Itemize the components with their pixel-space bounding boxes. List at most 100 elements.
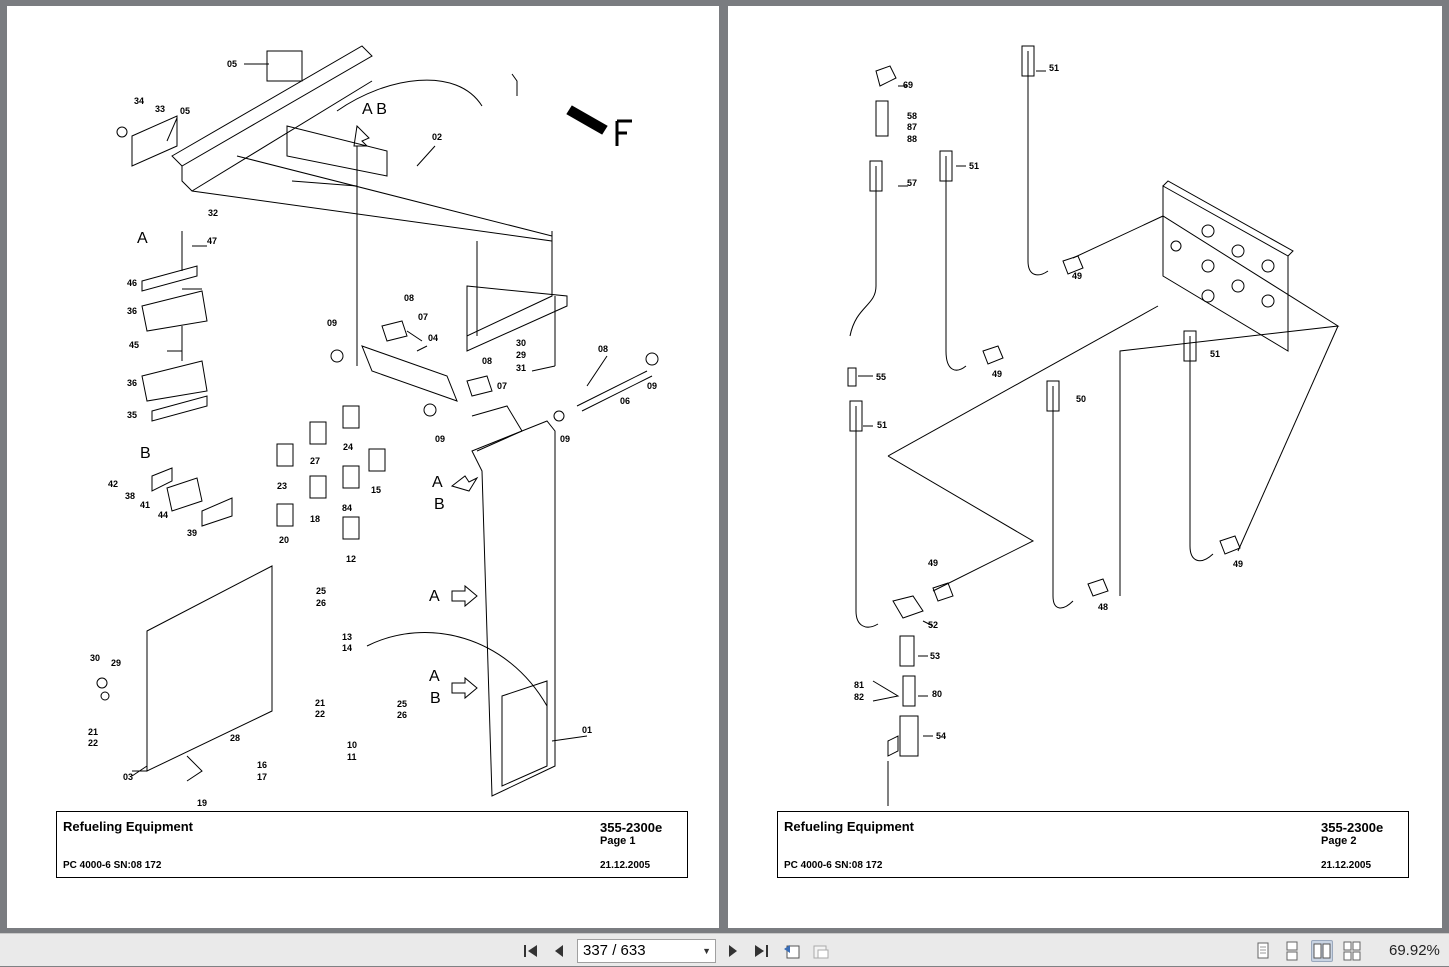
- svg-text:46: 46: [127, 278, 137, 288]
- first-page-icon[interactable]: [520, 940, 542, 962]
- svg-text:21: 21: [88, 727, 98, 737]
- drawing-code: 355-2300e: [1321, 820, 1384, 835]
- svg-text:A: A: [429, 588, 440, 605]
- drawing-page-label: Page 1: [600, 835, 636, 847]
- page-number-field[interactable]: 337 / 633 ▼: [577, 939, 716, 963]
- svg-text:24: 24: [343, 442, 353, 452]
- callout-labels-page-2: 69 58 87 88 57 51 51 49 49 51 55 51 50 4…: [854, 63, 1243, 741]
- svg-text:36: 36: [127, 378, 137, 388]
- svg-text:54: 54: [936, 731, 946, 741]
- svg-text:25: 25: [397, 699, 407, 709]
- svg-text:51: 51: [1210, 349, 1220, 359]
- svg-text:03: 03: [123, 772, 133, 782]
- callout-labels: 05 34 33 05 A B 02 32 A 47 46 36 45 36 3…: [88, 59, 657, 806]
- svg-text:09: 09: [647, 381, 657, 391]
- svg-text:20: 20: [279, 535, 289, 545]
- next-page-icon[interactable]: [722, 940, 744, 962]
- svg-text:45: 45: [129, 340, 139, 350]
- two-page-view-icon[interactable]: [1311, 940, 1333, 962]
- svg-text:80: 80: [932, 689, 942, 699]
- navigation-toolbar: 337 / 633 ▼ 69.92%: [0, 933, 1449, 966]
- drawing-title: Refueling Equipment: [63, 819, 193, 834]
- svg-text:34: 34: [134, 96, 144, 106]
- svg-text:57: 57: [907, 178, 917, 188]
- svg-text:16: 16: [257, 760, 267, 770]
- svg-text:84: 84: [342, 503, 352, 513]
- svg-text:53: 53: [930, 651, 940, 661]
- svg-text:B: B: [430, 690, 441, 707]
- svg-text:B: B: [140, 445, 151, 462]
- svg-text:15: 15: [371, 485, 381, 495]
- svg-text:42: 42: [108, 479, 118, 489]
- title-block-page-2: Refueling Equipment 355-2300e Page 2 PC …: [777, 811, 1409, 878]
- svg-text:17: 17: [257, 772, 267, 782]
- svg-text:09: 09: [560, 434, 570, 444]
- svg-text:39: 39: [187, 528, 197, 538]
- svg-text:82: 82: [854, 692, 864, 702]
- svg-text:88: 88: [907, 134, 917, 144]
- page-1: 05 34 33 05 A B 02 32 A 47 46 36 45 36 3…: [7, 6, 719, 928]
- svg-text:49: 49: [992, 369, 1002, 379]
- svg-text:23: 23: [277, 481, 287, 491]
- svg-text:26: 26: [316, 598, 326, 608]
- svg-text:09: 09: [435, 434, 445, 444]
- svg-text:38: 38: [125, 491, 135, 501]
- page-number-text: 337 / 633: [583, 942, 646, 959]
- svg-text:50: 50: [1076, 394, 1086, 404]
- single-page-view-icon[interactable]: [1252, 940, 1274, 962]
- svg-text:35: 35: [127, 410, 137, 420]
- parts-drawing-page-1: 05 34 33 05 A B 02 32 A 47 46 36 45 36 3…: [88, 45, 659, 806]
- svg-text:49: 49: [928, 558, 938, 568]
- svg-text:29: 29: [111, 658, 121, 668]
- svg-text:21: 21: [315, 698, 325, 708]
- two-page-continuous-view-icon[interactable]: [1341, 940, 1363, 962]
- svg-text:09: 09: [327, 318, 337, 328]
- drawing-page-label: Page 2: [1321, 835, 1357, 847]
- svg-text:87: 87: [907, 122, 917, 132]
- drawing-code: 355-2300e: [600, 820, 663, 835]
- svg-text:25: 25: [316, 586, 326, 596]
- drawing-model: PC 4000-6 SN:08 172: [784, 860, 883, 871]
- svg-text:32: 32: [208, 208, 218, 218]
- svg-text:29: 29: [516, 350, 526, 360]
- svg-text:51: 51: [969, 161, 979, 171]
- svg-text:47: 47: [207, 236, 217, 246]
- last-page-icon[interactable]: [750, 940, 772, 962]
- svg-text:19: 19: [197, 798, 207, 806]
- svg-text:27: 27: [310, 456, 320, 466]
- title-block: Refueling Equipment 355-2300e Page 1 PC …: [56, 811, 688, 878]
- svg-text:A: A: [429, 668, 440, 685]
- document-viewport[interactable]: 05 34 33 05 A B 02 32 A 47 46 36 45 36 3…: [0, 0, 1449, 933]
- svg-text:08: 08: [482, 356, 492, 366]
- svg-text:55: 55: [876, 372, 886, 382]
- chevron-down-icon[interactable]: ▼: [702, 946, 711, 956]
- svg-text:48: 48: [1098, 602, 1108, 612]
- svg-text:14: 14: [342, 643, 352, 653]
- svg-text:08: 08: [404, 293, 414, 303]
- drawing-date: 21.12.2005: [600, 860, 651, 871]
- svg-text:01: 01: [582, 725, 592, 735]
- svg-text:A B: A B: [362, 101, 387, 118]
- svg-text:10: 10: [347, 740, 357, 750]
- svg-text:04: 04: [428, 333, 438, 343]
- svg-text:02: 02: [432, 132, 442, 142]
- previous-view-icon[interactable]: [781, 940, 803, 962]
- svg-text:33: 33: [155, 104, 165, 114]
- svg-text:A: A: [432, 474, 443, 491]
- svg-text:69: 69: [903, 80, 913, 90]
- svg-text:05: 05: [180, 106, 190, 116]
- svg-text:B: B: [434, 496, 445, 513]
- next-view-icon[interactable]: [810, 940, 832, 962]
- svg-text:30: 30: [516, 338, 526, 348]
- svg-text:36: 36: [127, 306, 137, 316]
- zoom-level[interactable]: 69.92%: [1389, 942, 1440, 959]
- svg-text:22: 22: [315, 709, 325, 719]
- svg-text:12: 12: [346, 554, 356, 564]
- svg-text:05: 05: [227, 59, 237, 69]
- svg-text:18: 18: [310, 514, 320, 524]
- previous-page-icon[interactable]: [548, 940, 570, 962]
- svg-text:22: 22: [88, 738, 98, 748]
- continuous-view-icon[interactable]: [1281, 940, 1303, 962]
- svg-text:44: 44: [158, 510, 168, 520]
- svg-text:52: 52: [928, 620, 938, 630]
